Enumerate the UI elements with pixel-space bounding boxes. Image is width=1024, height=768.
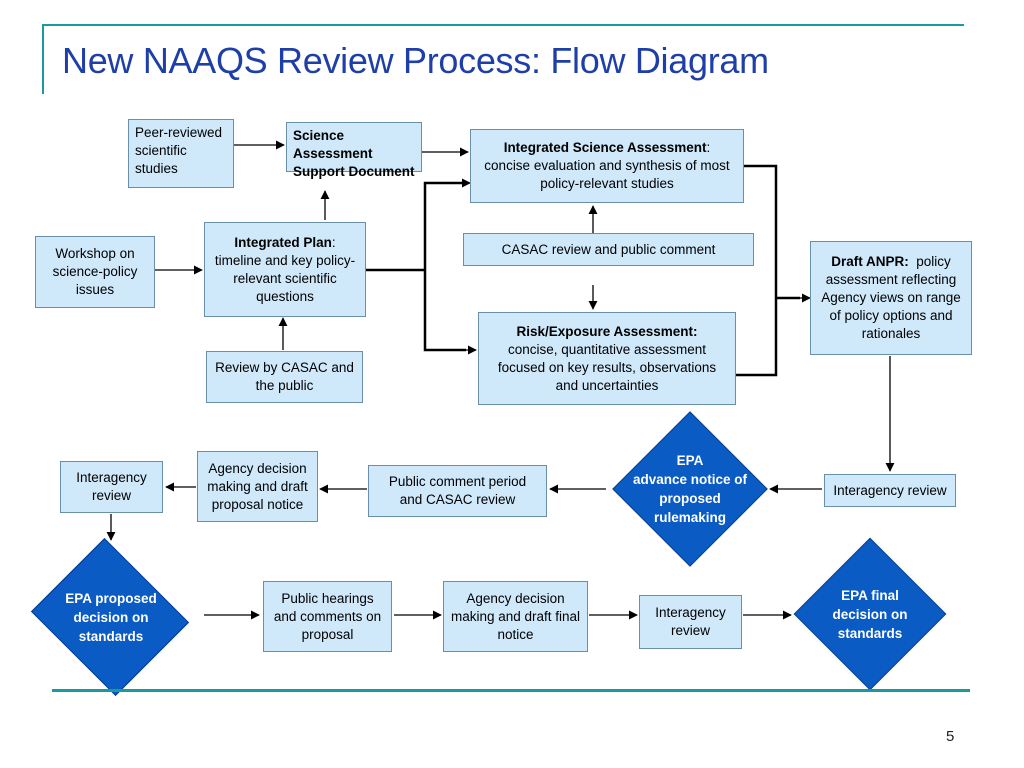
node-draft-anpr: Draft ANPR: policy assessment reflecting…: [810, 241, 972, 355]
node-isa-line3: policy-relevant studies: [540, 176, 674, 191]
node-epa-final-decision: EPA final decision on standards: [793, 537, 947, 691]
node-risk-line3: focused on key results, observations: [497, 359, 717, 375]
node-workshop-line2: science-policy: [52, 264, 138, 279]
node-casac-review-public-comment: CASAC review and public comment: [463, 233, 754, 266]
title-accent-vertical: [42, 24, 44, 94]
node-public-hearings-line1: Public hearings: [281, 590, 374, 606]
node-interagency-review-left: Interagency review: [60, 461, 163, 513]
node-epa-final-line2: decision on: [832, 606, 908, 622]
node-public-hearings-line2: and comments on: [273, 608, 382, 624]
node-integrated-plan: Integrated Plan: timeline and key policy…: [204, 222, 366, 317]
node-epa-anpr-line3: proposed: [659, 491, 721, 506]
node-plan-heading: Integrated Plan: [234, 234, 332, 250]
node-anpr-heading: Draft ANPR:: [831, 254, 909, 269]
node-plan-line2: timeline and key policy-: [214, 252, 356, 268]
node-agency-decision-final: Agency decision making and draft final n…: [443, 581, 588, 652]
node-interagency-review-bottom: Interagency review: [639, 595, 742, 649]
node-anpr-line3: Agency views on range: [821, 290, 961, 305]
node-public-comment-line2: and CASAC review: [399, 492, 516, 507]
node-review-by-casac-public: Review by CASAC and the public: [206, 351, 363, 403]
title-accent-horizontal: [42, 24, 964, 26]
node-interagency-left-line2: review: [91, 488, 131, 503]
footer-rule: [52, 689, 970, 692]
node-agency-draft-line2: making and draft: [207, 478, 308, 494]
node-epa-proposed-decision: EPA proposed decision on standards: [22, 537, 200, 697]
node-public-comment-line1: Public comment period: [388, 474, 527, 489]
slide-title: New NAAQS Review Process: Flow Diagram: [62, 40, 769, 81]
node-peer-reviewed-studies: Peer-reviewed scientific studies: [128, 119, 234, 188]
node-agency-draft-line3: proposal notice: [211, 496, 304, 512]
node-interagency-right-text: Interagency review: [833, 482, 947, 498]
node-science-assessment-support: Science Assessment Support Document: [286, 122, 422, 179]
node-review-line1: Review by CASAC and: [215, 360, 354, 375]
connector-split-isa: [423, 181, 466, 270]
node-anpr-line2: assessment reflecting: [825, 272, 957, 287]
node-science-support-line1: Science Assessment: [293, 128, 373, 161]
node-review-line2: the public: [255, 378, 314, 393]
node-epa-anpr-line1: EPA: [676, 453, 704, 468]
node-anpr-line4: of policy options and: [829, 308, 953, 323]
node-workshop-science-policy: Workshop on science-policy issues: [35, 236, 155, 308]
page-number: 5: [946, 728, 955, 745]
node-risk-line2: concise, quantitative assessment: [507, 341, 707, 357]
node-interagency-bottom-line1: Interagency: [655, 605, 726, 620]
node-epa-final-line3: standards: [837, 625, 903, 641]
node-risk-line4: and uncertainties: [555, 377, 659, 393]
node-workshop-line3: issues: [75, 282, 115, 297]
node-agency-final-line1: Agency decision: [466, 590, 565, 606]
node-risk-heading: Risk/Exposure Assessment:: [516, 323, 698, 339]
node-integrated-science-assessment: Integrated Science Assessment: concise e…: [470, 129, 744, 203]
node-plan-heading-colon: :: [331, 234, 336, 250]
connector-isa-merge: [744, 164, 778, 298]
node-isa-heading: Integrated Science Assessment: [503, 140, 707, 155]
node-interagency-review-right: Interagency review: [824, 474, 956, 507]
node-peer-reviewed-line2: scientific: [135, 143, 187, 158]
node-epa-proposed-line2: decision on: [73, 609, 149, 625]
node-public-hearings-line3: proposal: [301, 626, 354, 642]
node-agency-draft-line1: Agency decision: [208, 460, 307, 476]
node-agency-final-line2: making and draft final: [450, 608, 581, 624]
node-isa-line2: concise evaluation and synthesis of most: [484, 158, 730, 173]
connector-risk-merge: [736, 298, 778, 377]
node-interagency-bottom-line2: review: [670, 623, 710, 638]
node-public-comment-period: Public comment period and CASAC review: [368, 465, 547, 517]
node-anpr-heading-rest: policy: [908, 254, 951, 269]
node-agency-final-line3: notice: [497, 626, 534, 642]
node-epa-proposed-line3: standards: [78, 628, 144, 644]
node-peer-reviewed-line3: studies: [135, 161, 178, 176]
node-science-support-line2: Support Document: [293, 164, 415, 179]
node-risk-exposure-assessment: Risk/Exposure Assessment: concise, quant…: [478, 312, 736, 405]
node-anpr-line5: rationales: [861, 326, 921, 341]
node-plan-line3: relevant scientific: [233, 270, 337, 286]
node-epa-anpr-line4: rulemaking: [653, 510, 726, 525]
node-casac-review-text: CASAC review and public comment: [501, 241, 716, 257]
node-epa-advance-notice: EPA advance notice of proposed rulemakin…: [612, 411, 768, 567]
node-epa-final-line1: EPA final: [841, 587, 899, 603]
node-isa-heading-colon: :: [706, 140, 711, 155]
node-workshop-line1: Workshop on: [55, 246, 135, 261]
node-public-hearings: Public hearings and comments on proposal: [263, 581, 392, 652]
node-plan-line4: questions: [256, 288, 314, 304]
node-interagency-left-line1: Interagency: [76, 470, 147, 485]
node-epa-proposed-line1: EPA proposed: [65, 590, 157, 606]
node-epa-anpr-line2: advance notice of: [632, 472, 748, 487]
node-agency-decision-draft-proposal: Agency decision making and draft proposa…: [197, 451, 318, 522]
connector-split-risk: [423, 270, 466, 352]
node-peer-reviewed-line1: Peer-reviewed: [135, 125, 223, 140]
